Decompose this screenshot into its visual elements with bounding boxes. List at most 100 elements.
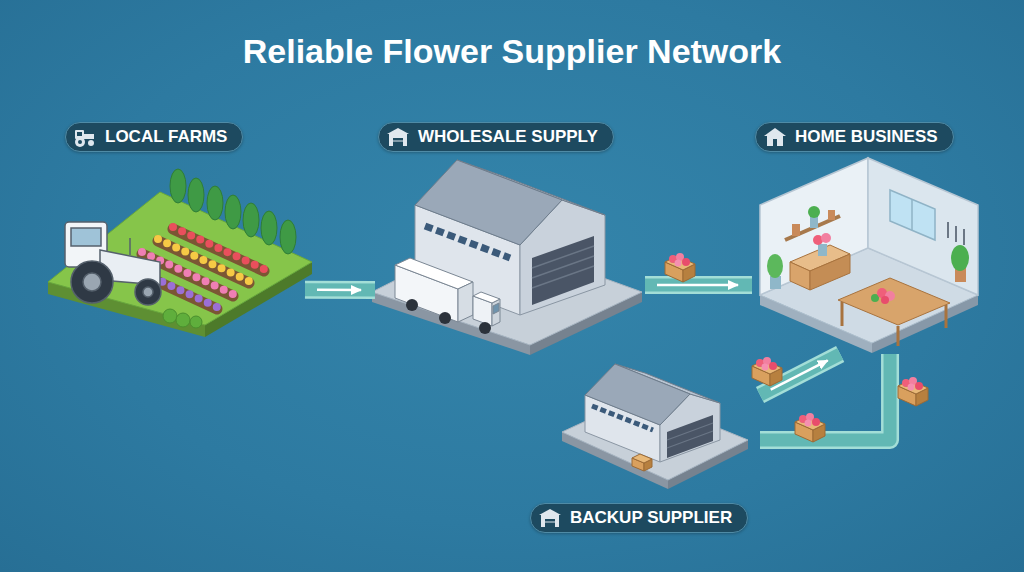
label-pill: WHOLESALE SUPPLY	[378, 122, 614, 152]
node-icon	[545, 522, 555, 523]
home-illustration	[955, 226, 957, 242]
farm-illustration	[280, 220, 296, 254]
home-illustration	[881, 296, 889, 304]
node-icon	[78, 140, 82, 144]
warehouse-illustration	[532, 256, 594, 278]
node-icon	[387, 128, 409, 134]
node-icon	[393, 138, 403, 146]
warehouse-illustration	[492, 299, 500, 326]
supplier-node: HOME BUSINESS	[752, 118, 984, 354]
node-icon	[773, 139, 777, 146]
home-illustration	[821, 233, 831, 243]
node-icon	[83, 134, 94, 139]
flow-band	[305, 283, 375, 296]
node-icon	[539, 509, 561, 515]
backup-warehouse-illustration	[667, 415, 713, 458]
farm-illustration	[163, 309, 177, 323]
home-illustration	[868, 158, 978, 295]
node-label: BACKUP SUPPLIER	[570, 507, 732, 529]
home-illustration	[760, 158, 978, 353]
warehouse-illustration	[532, 236, 594, 305]
flow-band	[645, 279, 752, 292]
home-illustration	[808, 206, 820, 218]
farm-illustration	[65, 222, 161, 305]
home-illustration	[911, 199, 913, 230]
label-pill: HOME BUSINESS	[755, 122, 954, 152]
farm-illustration	[190, 316, 202, 328]
farm-illustration	[243, 203, 259, 237]
warehouse-illustration	[458, 282, 473, 322]
farm-illustration	[48, 192, 312, 325]
node-icon	[88, 140, 94, 146]
flow-band	[645, 276, 752, 294]
warehouse-illustration	[439, 312, 451, 324]
home-illustration	[790, 262, 810, 290]
flow-connector	[645, 285, 752, 286]
backup-warehouse-illustration	[667, 423, 713, 440]
warehouse-illustration	[532, 246, 594, 288]
farm-illustration	[170, 169, 186, 203]
node-icon	[393, 141, 403, 142]
node-icon	[77, 132, 82, 136]
warehouse-illustration	[479, 322, 491, 334]
backup-warehouse-illustration	[632, 454, 652, 471]
farm-illustration	[176, 313, 190, 327]
node-label: WHOLESALE SUPPLY	[418, 126, 598, 148]
home-illustration	[841, 302, 844, 326]
farm-illustration	[261, 211, 277, 245]
label-pill: LOCAL FARMS	[65, 122, 243, 152]
node-icon	[385, 125, 411, 149]
flower-crate	[752, 357, 782, 386]
backup-warehouse-illustration	[632, 454, 652, 463]
farm-illustration	[83, 273, 101, 291]
node-label: HOME BUSINESS	[795, 126, 938, 148]
flow-arrow	[317, 289, 361, 292]
supplier-node: BACKUP SUPPLIER	[525, 355, 760, 537]
warehouse-illustration	[395, 258, 473, 289]
flower-crate	[898, 377, 928, 406]
home-illustration	[760, 158, 868, 295]
flow-band	[305, 281, 375, 299]
node-icon	[389, 134, 407, 146]
supplier-node: LOCAL FARMS	[45, 118, 305, 325]
home-illustration	[767, 254, 783, 278]
warehouse-illustration	[415, 160, 562, 245]
diagram-title: Reliable Flower Supplier Network	[0, 31, 1024, 71]
warehouse-illustration	[473, 292, 500, 303]
home-illustration	[951, 245, 969, 271]
node-icon	[75, 137, 85, 147]
home-illustration	[897, 326, 900, 346]
node-icon	[537, 506, 563, 530]
farm-illustration	[207, 186, 223, 220]
home-illustration	[948, 222, 964, 245]
home-illustration	[947, 222, 949, 238]
node-icon	[541, 515, 559, 527]
node-icon	[72, 125, 98, 149]
warehouse-illustration	[395, 258, 500, 326]
warehouse-illustration	[493, 303, 499, 314]
warehouse-illustration	[372, 160, 642, 355]
node-icon	[767, 136, 783, 146]
home-illustration	[838, 278, 950, 325]
flower-crate	[795, 413, 825, 442]
backup-warehouse-illustration	[667, 431, 713, 448]
backup-warehouse-illustration	[667, 423, 713, 448]
backup-warehouse-illustration	[585, 364, 690, 425]
node-label: LOCAL FARMS	[105, 126, 227, 148]
farm-illustration	[48, 169, 312, 337]
supplier-node: WHOLESALE SUPPLY	[375, 118, 645, 333]
home-illustration	[810, 254, 850, 290]
node-icon	[764, 128, 786, 136]
warehouse-illustration	[406, 299, 491, 334]
flow-arrow	[657, 284, 738, 287]
farm-illustration	[71, 228, 101, 246]
farm-illustration	[188, 178, 204, 212]
node-icon	[762, 125, 788, 149]
home-illustration	[945, 305, 948, 328]
flow-connector	[305, 289, 375, 290]
node-icon	[545, 519, 555, 527]
flower-crate	[665, 253, 928, 442]
home-illustration	[890, 190, 935, 240]
